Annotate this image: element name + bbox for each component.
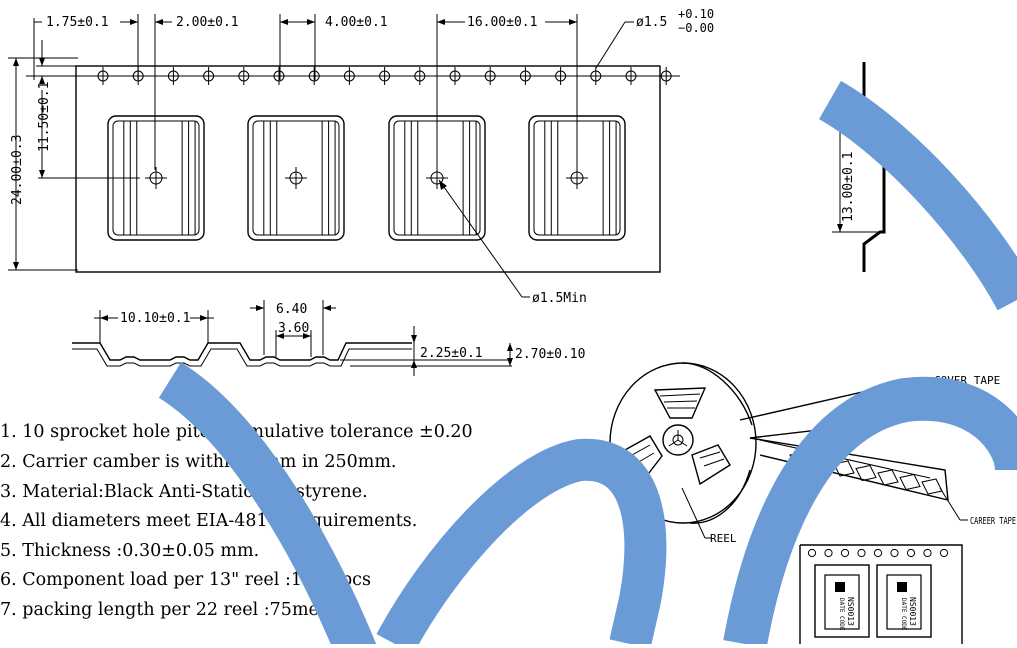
chip-2: NS0013 DATE CODE xyxy=(876,564,932,638)
tape-hole xyxy=(906,548,916,558)
tape-hole xyxy=(840,548,850,558)
tape-hole xyxy=(857,548,866,558)
tape-pocket xyxy=(921,478,943,495)
reel-label: REEL xyxy=(710,532,737,545)
tape-with-chips: NS0013 DATE CODE NS0013 DATE CODE xyxy=(799,544,963,644)
dim-2-00: 2.00±0.1 xyxy=(176,15,239,30)
pockets xyxy=(107,115,626,241)
dim-3-60: 3.60 xyxy=(278,321,309,336)
tape-outline xyxy=(75,65,661,273)
dim-hole-min: ø1.5Min xyxy=(532,291,587,306)
dim-24-00: 24.00±0.3 xyxy=(10,135,25,205)
tape-holes xyxy=(807,548,949,558)
note-4: 4. All diameters meet EIA-481-B requirem… xyxy=(0,511,417,531)
career-tape-label: CAREER TAPE xyxy=(970,516,1016,527)
chip-2-text: NS0013 xyxy=(908,597,917,626)
dim-16-00: 16.00±0.1 xyxy=(467,15,537,30)
note-5: 5. Thickness :0.30±0.05 mm. xyxy=(0,541,259,561)
dim-10-10: 10.10±0.1 xyxy=(120,311,190,326)
tape-pocket xyxy=(833,460,855,477)
dim-6-40: 6.40 xyxy=(276,302,307,317)
tape-cross-section: 10.10±0.1 6.40 3.60 2.25±0.1 2.70±0.10 xyxy=(72,300,585,376)
note-6: 6. Component load per 13" reel :1500 pcs xyxy=(0,570,371,590)
tape-top-view xyxy=(26,65,680,273)
chip-1-date: DATE CODE xyxy=(838,598,845,631)
pocket xyxy=(247,115,345,241)
tape-hole xyxy=(890,548,899,558)
pocket xyxy=(107,115,205,241)
dim-hole-minus: −0.00 xyxy=(678,21,714,35)
tape-pocket xyxy=(855,464,877,482)
hole-min-leader: ø1.5Min xyxy=(438,179,587,306)
sprocket-holes xyxy=(26,67,680,85)
dim-4-00: 4.00±0.1 xyxy=(325,15,388,30)
note-2: 2. Carrier camber is within 1 mm in 250m… xyxy=(0,452,397,472)
tape-hole xyxy=(939,548,949,558)
note-3: 3. Material:Black Anti-Static polystyren… xyxy=(0,482,368,502)
chip-1: NS0013 DATE CODE xyxy=(814,564,870,638)
dim-11-50: 11.50±0.1 xyxy=(37,82,52,152)
tape-pocket xyxy=(899,473,921,491)
left-dimensions: 24.00±0.3 11.50±0.1 xyxy=(8,40,140,271)
dim-1-75: 1.75±0.1 xyxy=(46,15,109,30)
dim-2-70: 2.70±0.10 xyxy=(515,347,585,362)
dim-13-00: 13.00±0.1 xyxy=(841,152,856,222)
tape-hole xyxy=(824,548,833,558)
watermark xyxy=(158,80,1017,648)
dim-2-25: 2.25±0.1 xyxy=(420,346,483,361)
chip-1-text: NS0013 xyxy=(846,597,855,626)
top-dimensions: 1.75±0.1 2.00±0.1 4.00±0.1 16.00±0.1 ø1.… xyxy=(33,7,714,180)
tape-hole xyxy=(873,548,883,558)
dim-hole-dia: ø1.5 xyxy=(636,15,667,30)
dim-hole-plus: +0.10 xyxy=(678,7,714,21)
tape-hole xyxy=(807,548,817,558)
chip-2-date: DATE CODE xyxy=(900,598,907,631)
tape-hole xyxy=(923,548,932,558)
note-7: 7. packing length per 22 reel :75meters xyxy=(0,600,354,620)
tape-pocket xyxy=(877,469,899,486)
